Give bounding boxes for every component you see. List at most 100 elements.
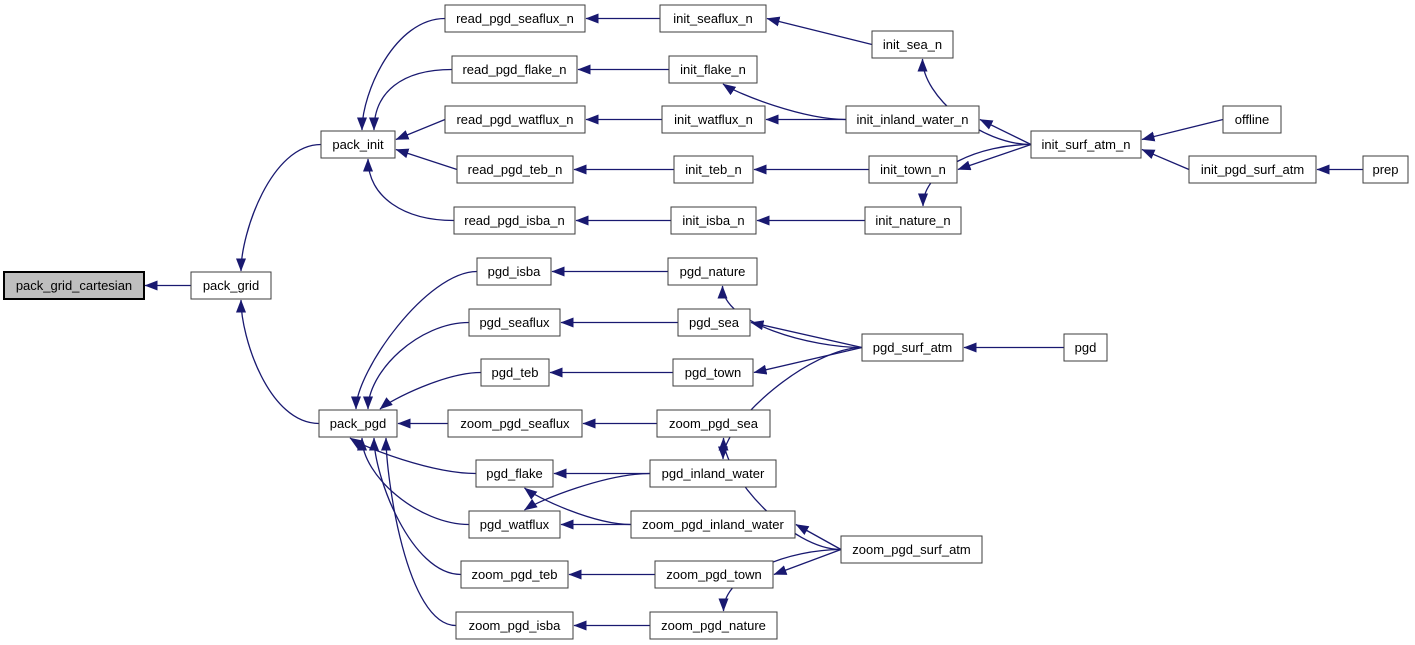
node-init_isba_n[interactable]: init_isba_n xyxy=(670,206,757,235)
edge-init_inland_water_n-to-init_flake_n xyxy=(722,83,847,121)
node-box[interactable] xyxy=(667,257,758,286)
node-box[interactable] xyxy=(318,409,398,438)
node-box[interactable] xyxy=(480,358,550,387)
node-zoom_pgd_town[interactable]: zoom_pgd_town xyxy=(654,560,774,589)
node-label: zoom_pgd_teb xyxy=(471,567,557,582)
node-label: pgd_isba xyxy=(488,264,542,279)
edge-init_surf_atm_n-to-init_town_n xyxy=(957,143,1032,171)
node-box[interactable] xyxy=(453,206,576,235)
node-box[interactable] xyxy=(670,206,757,235)
node-label: init_pgd_surf_atm xyxy=(1201,162,1304,177)
edge-pgd_surf_atm-to-pgd_town xyxy=(753,346,863,375)
node-pgd_nature[interactable]: pgd_nature xyxy=(667,257,758,286)
node-pack_grid[interactable]: pack_grid xyxy=(190,271,272,300)
node-offline[interactable]: offline xyxy=(1222,105,1282,134)
node-init_flake_n[interactable]: init_flake_n xyxy=(668,55,758,84)
node-pgd_watflux[interactable]: pgd_watflux xyxy=(468,510,561,539)
node-box[interactable] xyxy=(672,358,754,387)
node-box[interactable] xyxy=(1188,155,1317,184)
node-box[interactable] xyxy=(673,155,754,184)
node-init_surf_atm_n[interactable]: init_surf_atm_n xyxy=(1030,130,1142,159)
node-read_pgd_flake_n[interactable]: read_pgd_flake_n xyxy=(451,55,578,84)
node-read_pgd_isba_n[interactable]: read_pgd_isba_n xyxy=(453,206,576,235)
node-box[interactable] xyxy=(444,105,586,134)
node-box[interactable] xyxy=(476,257,552,286)
node-box[interactable] xyxy=(868,155,958,184)
edge-pack_init-to-pack_grid xyxy=(236,143,322,272)
node-label: pgd_nature xyxy=(680,264,746,279)
node-init_watflux_n[interactable]: init_watflux_n xyxy=(661,105,766,134)
node-box[interactable] xyxy=(871,30,954,59)
node-init_inland_water_n[interactable]: init_inland_water_n xyxy=(845,105,980,134)
node-box[interactable] xyxy=(668,55,758,84)
node-read_pgd_teb_n[interactable]: read_pgd_teb_n xyxy=(456,155,574,184)
node-box[interactable] xyxy=(320,130,396,159)
node-zoom_pgd_nature[interactable]: zoom_pgd_nature xyxy=(649,611,778,640)
node-pgd_inland_water[interactable]: pgd_inland_water xyxy=(649,459,777,488)
node-box[interactable] xyxy=(455,611,574,640)
node-read_pgd_watflux_n[interactable]: read_pgd_watflux_n xyxy=(444,105,586,134)
node-zoom_pgd_seaflux[interactable]: zoom_pgd_seaflux xyxy=(447,409,583,438)
node-box[interactable] xyxy=(840,535,983,564)
node-box[interactable] xyxy=(845,105,980,134)
node-label: init_sea_n xyxy=(883,37,942,52)
node-box[interactable] xyxy=(654,560,774,589)
node-prep[interactable]: prep xyxy=(1362,155,1409,184)
node-box[interactable] xyxy=(659,4,767,33)
edge-pack_pgd-to-pack_grid xyxy=(236,299,320,425)
node-box xyxy=(3,271,145,300)
node-pgd_town[interactable]: pgd_town xyxy=(672,358,754,387)
edge-init_surf_atm_n-to-init_inland_water_n xyxy=(979,118,1032,146)
node-init_nature_n[interactable]: init_nature_n xyxy=(864,206,962,235)
node-pgd_teb[interactable]: pgd_teb xyxy=(480,358,550,387)
node-pgd_surf_atm[interactable]: pgd_surf_atm xyxy=(861,333,964,362)
node-box[interactable] xyxy=(649,459,777,488)
node-box[interactable] xyxy=(661,105,766,134)
node-box[interactable] xyxy=(1030,130,1142,159)
node-box[interactable] xyxy=(190,271,272,300)
node-box[interactable] xyxy=(444,4,586,33)
node-pack_init[interactable]: pack_init xyxy=(320,130,396,159)
node-box[interactable] xyxy=(656,409,771,438)
node-box[interactable] xyxy=(861,333,964,362)
node-pgd_flake[interactable]: pgd_flake xyxy=(475,459,554,488)
node-box[interactable] xyxy=(475,459,554,488)
node-pgd_isba[interactable]: pgd_isba xyxy=(476,257,552,286)
node-pgd_seaflux[interactable]: pgd_seaflux xyxy=(468,308,561,337)
node-box[interactable] xyxy=(677,308,751,337)
node-box[interactable] xyxy=(1222,105,1282,134)
node-box[interactable] xyxy=(451,55,578,84)
node-box[interactable] xyxy=(447,409,583,438)
node-label: pgd_teb xyxy=(492,365,539,380)
node-box[interactable] xyxy=(864,206,962,235)
node-box[interactable] xyxy=(1362,155,1409,184)
node-box[interactable] xyxy=(649,611,778,640)
node-pgd_sea[interactable]: pgd_sea xyxy=(677,308,751,337)
node-init_sea_n[interactable]: init_sea_n xyxy=(871,30,954,59)
node-zoom_pgd_teb[interactable]: zoom_pgd_teb xyxy=(460,560,569,589)
node-label: pack_grid_cartesian xyxy=(16,278,132,293)
node-box[interactable] xyxy=(460,560,569,589)
node-pgd[interactable]: pgd xyxy=(1063,333,1108,362)
node-box[interactable] xyxy=(468,510,561,539)
node-box[interactable] xyxy=(630,510,796,539)
node-zoom_pgd_inland_water[interactable]: zoom_pgd_inland_water xyxy=(630,510,796,539)
node-pack_pgd[interactable]: pack_pgd xyxy=(318,409,398,438)
node-label: zoom_pgd_seaflux xyxy=(460,416,570,431)
node-box[interactable] xyxy=(1063,333,1108,362)
node-label: init_inland_water_n xyxy=(856,112,968,127)
edge-read_pgd_watflux_n-to-pack_init xyxy=(395,118,446,141)
node-zoom_pgd_sea[interactable]: zoom_pgd_sea xyxy=(656,409,771,438)
node-init_town_n[interactable]: init_town_n xyxy=(868,155,958,184)
node-zoom_pgd_isba[interactable]: zoom_pgd_isba xyxy=(455,611,574,640)
node-read_pgd_seaflux_n[interactable]: read_pgd_seaflux_n xyxy=(444,4,586,33)
edge-init_sea_n-to-init_seaflux_n xyxy=(766,16,873,46)
node-zoom_pgd_surf_atm[interactable]: zoom_pgd_surf_atm xyxy=(840,535,983,564)
edge-init_surf_atm_n-to-init_nature_n xyxy=(918,143,1032,207)
node-init_pgd_surf_atm[interactable]: init_pgd_surf_atm xyxy=(1188,155,1317,184)
node-box[interactable] xyxy=(456,155,574,184)
node-box[interactable] xyxy=(468,308,561,337)
node-init_teb_n[interactable]: init_teb_n xyxy=(673,155,754,184)
node-init_seaflux_n[interactable]: init_seaflux_n xyxy=(659,4,767,33)
